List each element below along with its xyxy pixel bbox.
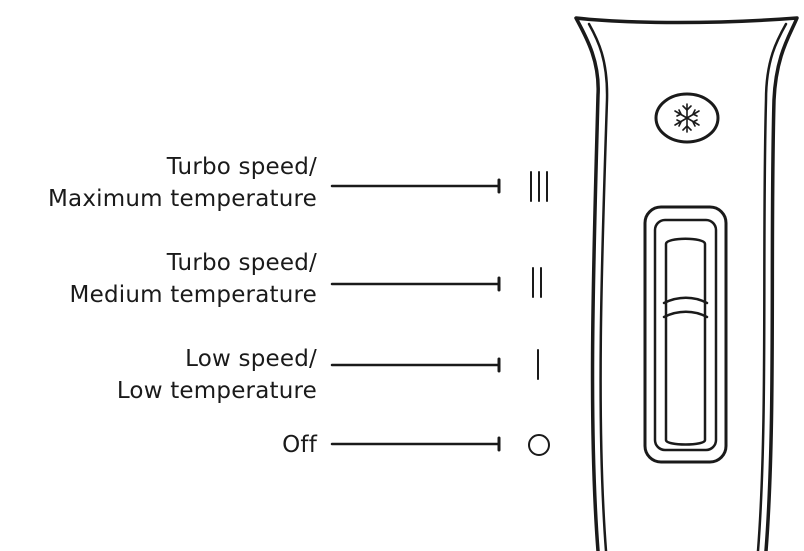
slider-switch-knob bbox=[662, 237, 709, 446]
leader-line-max bbox=[330, 178, 501, 194]
handle-outline-outer bbox=[574, 16, 799, 551]
label-off: Off bbox=[282, 429, 317, 461]
handle-outline-inner bbox=[587, 22, 609, 551]
label-line2: Medium temperature bbox=[69, 282, 317, 308]
label-turbo-medium-temp: Turbo speed/ Medium temperature bbox=[70, 247, 317, 311]
label-low-speed-low-temp: Low speed/ Low temperature bbox=[117, 343, 317, 407]
slider-switch-track bbox=[653, 218, 718, 452]
leader-line-medium bbox=[330, 276, 501, 292]
label-line1: Turbo speed/ bbox=[166, 154, 317, 180]
leader-line-low bbox=[330, 357, 501, 373]
label-turbo-max-temp: Turbo speed/ Maximum temperature bbox=[48, 151, 317, 215]
label-line2: Low temperature bbox=[116, 378, 317, 404]
label-line2: Maximum temperature bbox=[47, 186, 317, 212]
handle-outline-inner-right bbox=[756, 22, 788, 551]
cool-shot-button bbox=[654, 92, 720, 144]
slider-switch-housing bbox=[643, 205, 728, 464]
label-line1: Off bbox=[282, 432, 317, 458]
label-line1: Turbo speed/ bbox=[166, 250, 317, 276]
label-line1: Low speed/ bbox=[185, 346, 317, 372]
symbol-two-bars bbox=[532, 267, 542, 298]
symbol-off-circle bbox=[528, 434, 550, 456]
snowflake-icon bbox=[674, 103, 700, 133]
leader-line-off bbox=[330, 436, 501, 452]
symbol-three-bars bbox=[530, 171, 548, 202]
